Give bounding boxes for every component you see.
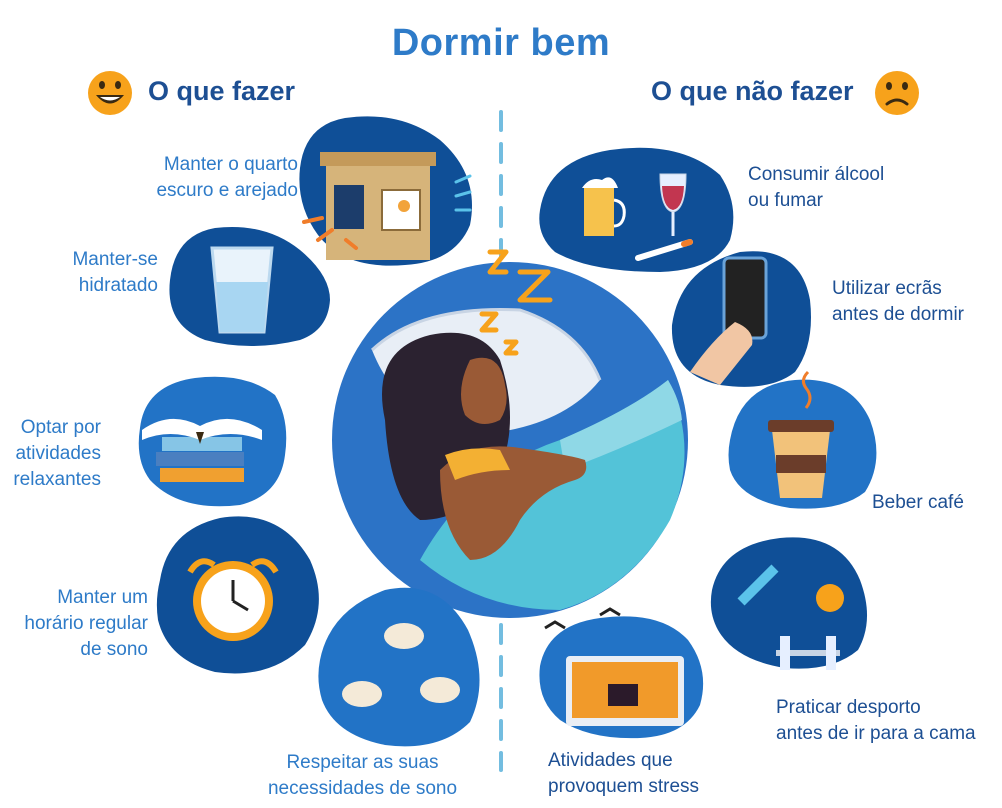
water-glass-illustration [169,226,330,346]
alarm-clock-illustration [156,516,319,674]
sheep-illustration [318,587,480,747]
dont-heading: O que não fazer [651,76,854,106]
label-screens-before-bed: Utilizar ecrãs antes de dormir [832,278,965,325]
smartphone-illustration [671,251,811,387]
dumbbells-kettlebell-illustration [710,537,868,670]
page-title: Dormir bem [391,22,611,64]
label-alcohol-smoking: Consumir álcool ou fumar [748,164,885,211]
dark-room-illustration [299,116,472,266]
zzz-icon [479,249,553,356]
label-relaxing-activities: Optar por atividades relaxantes [13,417,101,490]
label-respect-sleep-needs: Respeitar as suas necessidades de sono [267,752,458,799]
tv-horror-movie-illustration [539,607,704,739]
label-exercise-before-bed: Praticar desporto antes de ir para a cam… [776,697,976,744]
frowning-face-icon [875,71,919,115]
label-keep-room-dark: Manter o quarto escuro e arejado [156,154,298,201]
label-stressful-activities: Atividades que provoquem stress [548,750,700,797]
label-drink-coffee: Beber café [872,492,964,513]
coffee-cup-illustration [728,370,877,509]
do-heading: O que fazer [148,76,296,106]
label-regular-schedule: Manter um horário regular de sono [24,587,148,660]
label-stay-hydrated: Manter-se hidratado [72,249,158,296]
smiling-face-icon [88,71,132,115]
sleeping-woman-illustration [332,262,688,618]
books-illustration [138,376,287,507]
beer-wine-cigarette-illustration [539,147,734,272]
